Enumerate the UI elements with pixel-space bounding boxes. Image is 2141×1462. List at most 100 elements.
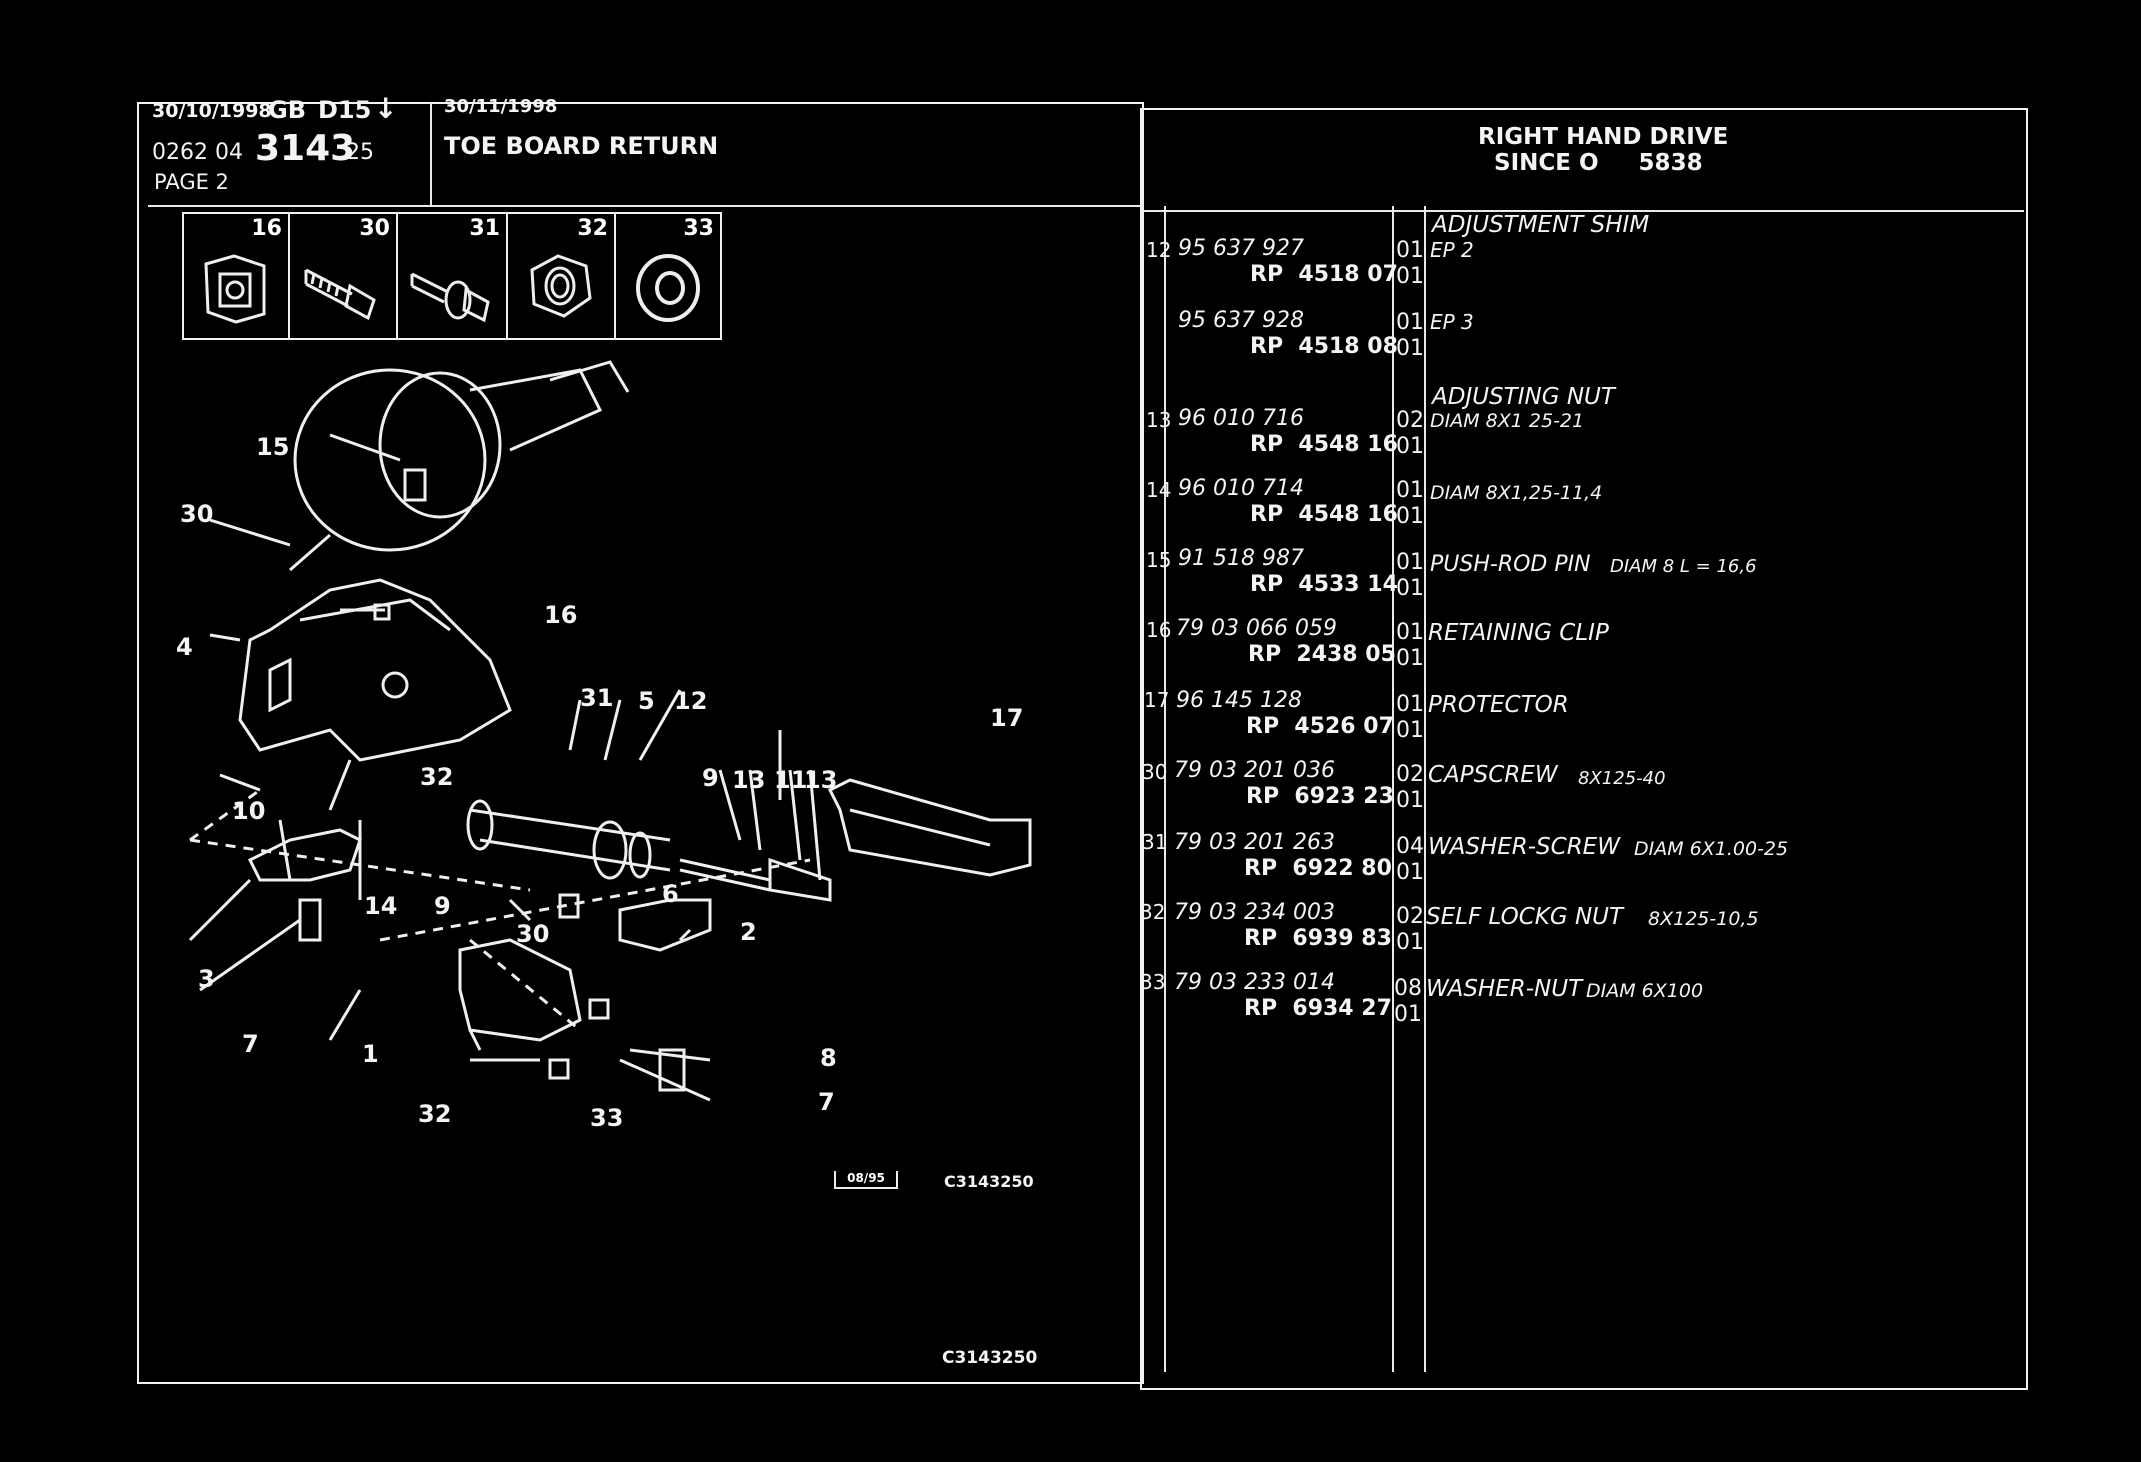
lock-nut-icon [530,254,592,318]
part-number: 79 03 234 003 [1174,900,1335,925]
col-line-2 [1392,206,1394,1372]
callout-10: 10 [232,797,266,825]
part-rp: RP 4518 08 [1250,334,1398,359]
part-qty1: 01 [1396,310,1424,335]
callout-4: 4 [176,633,193,661]
callout-30: 30 [180,500,214,528]
thumbnail-30: 30 [288,212,398,340]
part-desc: WASHER-NUT [1426,976,1583,1002]
part-desc: ADJUSTING NUT [1432,384,1615,410]
part-desc: PUSH-ROD PIN [1430,552,1591,577]
header-title: TOE BOARD RETURN [444,132,719,160]
thumbnail-number: 30 [359,216,390,241]
thumbnail-33: 33 [614,212,722,340]
col-line-3 [1424,206,1426,1372]
thumbnail-16: 16 [182,212,290,340]
header-page: PAGE 2 [154,170,229,194]
callout-1: 1 [362,1040,379,1068]
header-date2: 30/11/1998 [444,96,558,117]
part-item: 16 [1146,618,1172,642]
part-qty2: 01 [1396,788,1424,813]
part-qty2: 01 [1396,336,1424,361]
header-divider-right [1142,210,2024,212]
part-rp: RP 4518 07 [1250,262,1398,287]
callout-7: 7 [242,1030,259,1058]
part-qty1: 01 [1396,692,1424,717]
part-desc: RETAINING CLIP [1428,620,1609,646]
callout-6: 6 [662,880,679,908]
col-line-1 [1164,206,1166,1372]
part-desc-detail: DIAM 6X100 [1586,980,1704,1002]
part-item: 13 [1146,408,1172,432]
part-qty1: 01 [1396,620,1424,645]
part-item: 32 [1140,900,1166,924]
part-qty2: 01 [1396,860,1424,885]
part-rp: RP 4533 14 [1250,572,1398,597]
part-qty1: 04 [1396,834,1424,859]
part-number: 79 03 201 036 [1174,758,1335,783]
thumbnail-number: 16 [251,216,282,241]
part-rp: RP 4548 16 [1250,502,1398,527]
part-desc-detail: DIAM 6X1.00-25 [1634,838,1789,860]
part-qty1: 08 [1394,976,1422,1001]
thumbnail-number: 31 [469,216,500,241]
callout-9: 9 [702,764,719,792]
part-number: 79 03 233 014 [1174,970,1335,995]
part-desc-detail: 8X125-40 [1578,768,1666,789]
callout-17: 17 [990,704,1024,732]
part-qty2: 01 [1396,576,1424,601]
part-qty2: 01 [1396,646,1424,671]
header-ref-main: 3143 [255,128,356,169]
part-rp: RP 4526 07 [1246,714,1394,739]
part-qty2: 01 [1396,264,1424,289]
drive-line1: RIGHT HAND DRIVE [1478,124,1729,150]
washer-icon [636,254,700,322]
part-rp: RP 6923 23 [1246,784,1394,809]
callout-13b: 13 [804,766,838,794]
date-stamp-text: 08/95 [847,1171,885,1185]
header-ref-prefix: 0262 04 [152,140,243,165]
part-qty1: 02 [1396,408,1424,433]
part-rp: RP 6939 83 [1244,926,1392,951]
part-desc: SELF LOCKG NUT [1426,904,1624,930]
part-desc: CAPSCREW [1428,762,1558,788]
thumbnail-32: 32 [506,212,616,340]
callout-13: 13 [732,766,766,794]
part-qty2: 01 [1396,434,1424,459]
part-qty1: 02 [1396,904,1424,929]
callout-15: 15 [256,433,290,461]
callout-5: 5 [638,687,655,715]
part-qty2: 01 [1396,930,1424,955]
thumbnail-31: 31 [396,212,508,340]
part-qty2: 01 [1396,718,1424,743]
thumbnail-number: 33 [683,216,714,241]
capscrew-icon [304,268,376,321]
part-qty2: 01 [1396,504,1424,529]
callout-32b: 32 [418,1100,452,1128]
part-rp: RP 6934 27 [1244,996,1392,1021]
part-number: 96 145 128 [1176,688,1302,713]
part-number: 91 518 987 [1178,546,1304,571]
part-qty1: 02 [1396,762,1424,787]
part-rp: RP 4548 16 [1250,432,1398,457]
right-panel-frame [1140,108,2028,1390]
washer-screw-icon [410,272,490,323]
part-qty2: 01 [1394,1002,1422,1027]
callout-3: 3 [198,965,215,993]
retaining-clip-icon [204,254,266,324]
part-number: 79 03 066 059 [1176,616,1337,641]
part-qty1: 01 [1396,238,1424,263]
header-vdivider [430,102,432,206]
header-ref-suffix: 25 [346,140,374,165]
part-desc: EP 3 [1430,310,1474,334]
header-divider-left [148,205,1140,207]
drive-line2: SINCE O 5838 [1494,150,1703,176]
figure-ref-small: C3143250 [944,1172,1034,1191]
callout-31: 31 [580,684,614,712]
date-stamp: 08/95 [834,1171,898,1189]
header-lang: GB [268,96,306,124]
callout-33: 33 [590,1104,624,1132]
part-desc: PROTECTOR [1428,692,1569,718]
part-number: 95 637 928 [1178,308,1304,333]
callout-11: 11 [774,766,808,794]
